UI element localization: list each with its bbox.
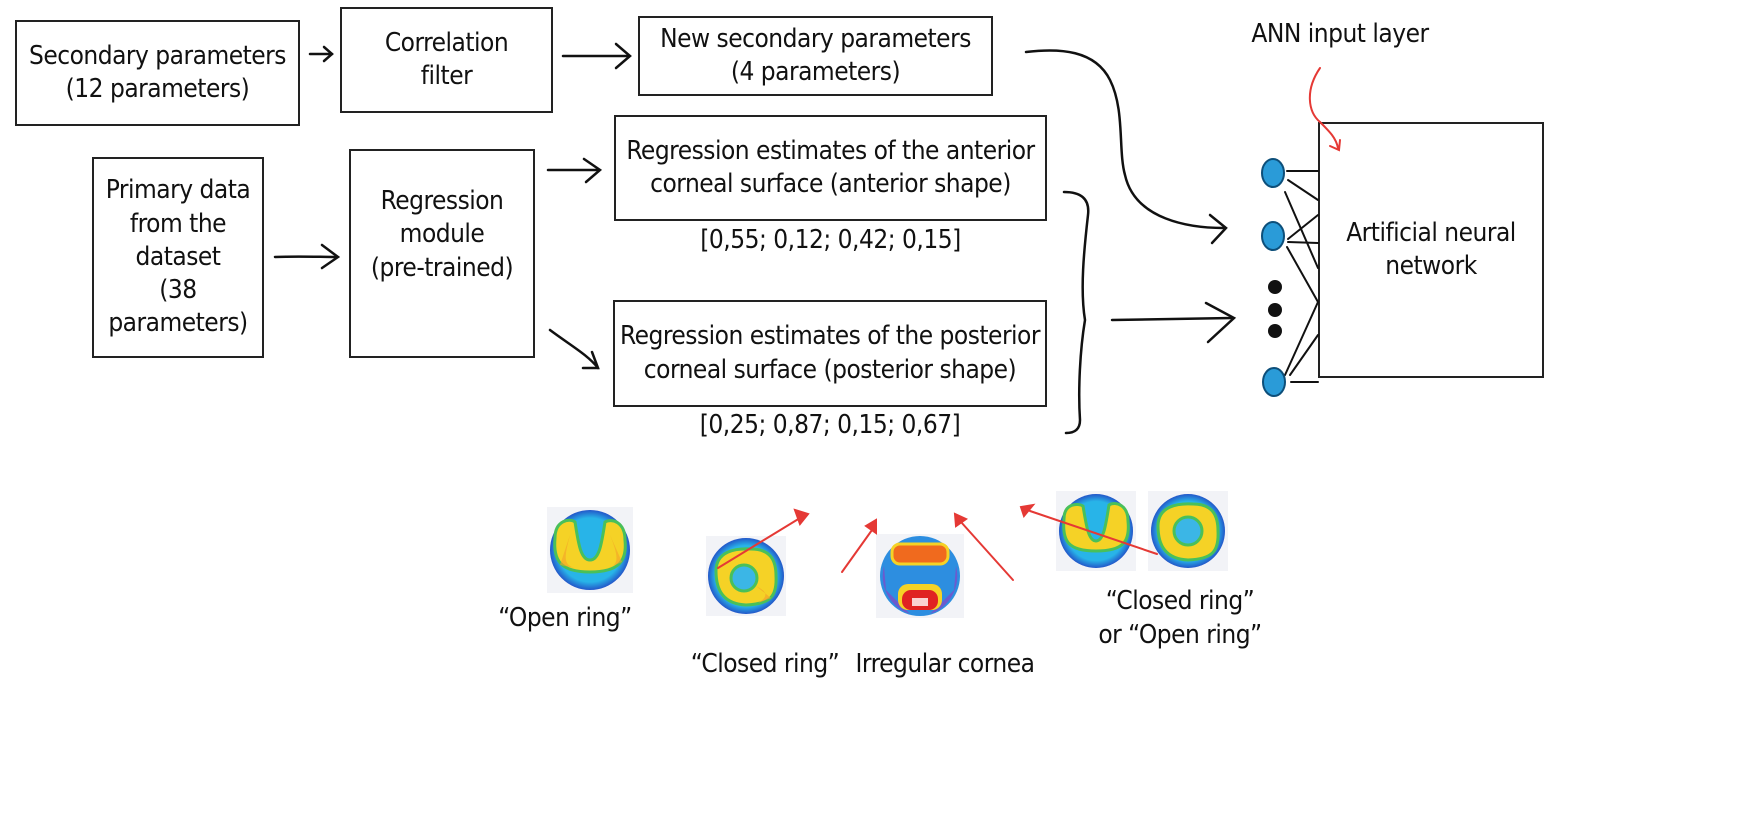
- posterior-vector-label: [0,25; 0,87; 0,15; 0,67]: [699, 410, 961, 440]
- arrow-regression-to-posterior: [548, 328, 600, 370]
- correlation-filter-text: Correlation filter: [384, 27, 509, 91]
- anterior-estimates-box: Regression estimates of the anterior cor…: [614, 115, 1047, 221]
- secondary-parameters-text: Secondary parameters (12 parameters): [29, 40, 286, 104]
- ann-text: Artificial neural network: [1346, 217, 1516, 281]
- closed-ring-label: “Closed ring”: [690, 649, 840, 679]
- ann-input-layer-pointer: [1308, 67, 1339, 149]
- arrow-estimates-to-ann: [1110, 301, 1237, 344]
- arrow-primary-to-regression: [273, 243, 341, 270]
- closed-or-open-pointer: [1029, 510, 1158, 555]
- input-neuron-1: [1261, 158, 1285, 188]
- primary-data-text: Primary data from the dataset (38 parame…: [105, 175, 251, 339]
- correlation-filter-box: Correlation filter: [340, 7, 553, 113]
- secondary-parameters-box: Secondary parameters (12 parameters): [15, 20, 300, 126]
- closed-ring-map-alt: [1148, 491, 1228, 571]
- open-ring-map-alt: [1056, 491, 1136, 571]
- open-ring-label: “Open ring”: [498, 603, 632, 633]
- ellipsis-dot-2: [1268, 303, 1282, 317]
- arrow-new-secondary-to-ann: [1024, 49, 1228, 245]
- anterior-vector-label: [0,55; 0,12; 0,42; 0,15]: [700, 225, 961, 255]
- irregular-cornea-label: Irregular cornea: [855, 649, 1035, 679]
- ann-input-layer-label: ANN input layer: [1251, 19, 1429, 49]
- closed-ring-map: [706, 536, 786, 616]
- irregular-pointer: [960, 521, 1014, 581]
- new-secondary-parameters-text: New secondary parameters (4 parameters): [660, 23, 971, 87]
- posterior-estimates-text: Regression estimates of the posterior co…: [620, 321, 1040, 385]
- brace: [1062, 190, 1090, 435]
- regression-module-text: Regression module (pre-trained): [370, 186, 514, 283]
- input-neuron-n: [1262, 367, 1286, 397]
- ann-box: Artificial neural network: [1318, 122, 1544, 378]
- ellipsis-dot-1: [1268, 280, 1282, 294]
- ann-input-neurons: [1261, 158, 1286, 397]
- anterior-estimates-text: Regression estimates of the anterior cor…: [626, 135, 1035, 199]
- primary-data-box: Primary data from the dataset (38 parame…: [92, 157, 264, 358]
- closed-or-open-ring-label: “Closed ring” or “Open ring”: [1098, 586, 1262, 650]
- annotation-arrows: [717, 67, 1341, 581]
- open-ring-pointer: [717, 517, 801, 569]
- arrow-regression-to-anterior: [546, 157, 603, 184]
- open-ring-map: [547, 507, 633, 593]
- closed-ring-pointer: [841, 529, 873, 573]
- neuron-connections: [1284, 170, 1319, 383]
- posterior-estimates-box: Regression estimates of the posterior co…: [613, 300, 1047, 407]
- regression-module-box: Regression module (pre-trained): [349, 149, 535, 358]
- input-neuron-2: [1261, 221, 1285, 251]
- irregular-cornea-map: [876, 534, 964, 618]
- new-secondary-parameters-box: New secondary parameters (4 parameters): [638, 16, 993, 96]
- arrow-secondary-to-filter: [308, 45, 334, 63]
- arrow-filter-to-new-secondary: [561, 42, 632, 70]
- ellipsis-dot-3: [1268, 324, 1282, 338]
